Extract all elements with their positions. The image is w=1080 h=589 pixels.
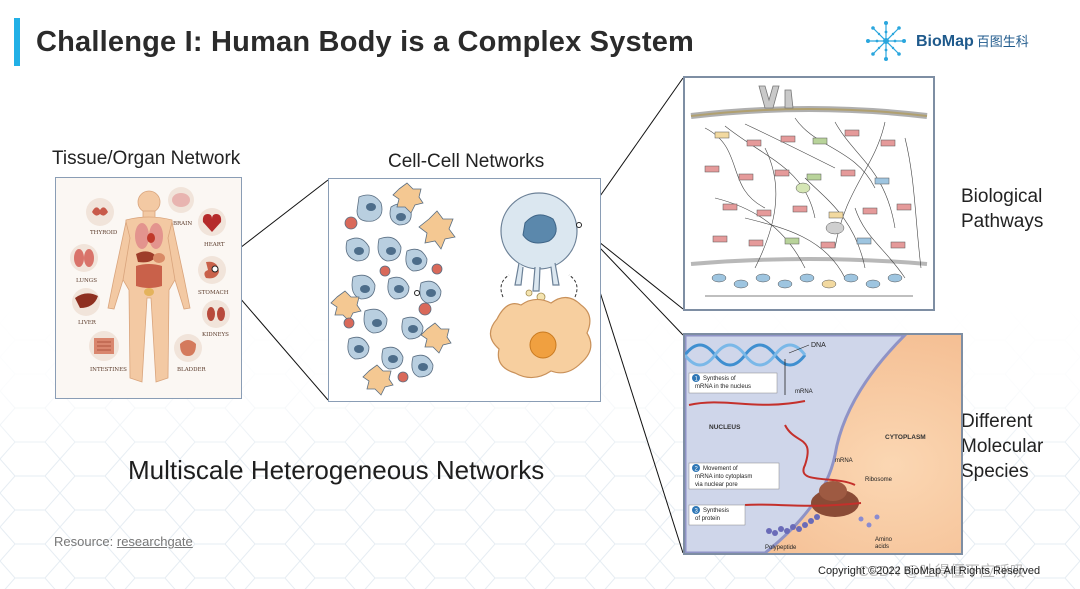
organ-label-liver: LIVER: [78, 320, 97, 326]
human-organ-illustration: THYROID BRAIN HEART LUNGS STOMACH LIVER: [56, 178, 241, 398]
intestines-icon: [89, 331, 119, 361]
dna-helix: [685, 343, 807, 367]
step-3-number: 3: [695, 509, 699, 515]
dna-label: DNA: [811, 342, 826, 349]
organ-label-thyroid: THYROID: [90, 230, 118, 236]
step-2-text-line-1: Movement of: [703, 466, 738, 472]
polypeptide-chain: [766, 514, 820, 536]
pathway-nodes: [704, 129, 912, 249]
pathway-diagram: [685, 78, 933, 309]
step-2-text-line-2: mRNA into cytoplasm: [695, 474, 752, 480]
immune-cell-interaction: [489, 192, 592, 379]
mrna-strand-nucleus: [688, 400, 806, 406]
thyroid-icon: [86, 198, 114, 226]
heart-icon: [198, 208, 226, 236]
csdn-watermark: CSDN @吐得僵下应呼吸: [858, 563, 1025, 580]
internal-organs: [135, 223, 165, 296]
step-1-number: 1: [695, 377, 699, 383]
multiscale-caption: Multiscale Heterogeneous Networks: [128, 455, 545, 485]
step-2-text-line-3: via nuclear pore: [695, 482, 738, 488]
organ-label-heart: HEART: [204, 242, 225, 248]
mrna-label-1: mRNA: [795, 389, 813, 395]
transcription-factors: [711, 273, 903, 289]
polypeptide-label: Polypeptide: [765, 545, 797, 551]
step-1-text-line-1: Synthesis of: [703, 376, 736, 382]
amino-acids-label-line-1: Amino: [875, 537, 893, 543]
cytoplasm-label: CYTOPLASM: [885, 434, 926, 441]
step-2-number: 2: [695, 467, 699, 473]
tissue-organ-label: Tissue/Organ Network: [52, 148, 241, 169]
step-1-text-line-2: mRNA in the nucleus: [695, 384, 751, 390]
resource-link[interactable]: researchgate: [116, 534, 193, 549]
biological-pathways-label: Biological Pathways: [961, 186, 1044, 232]
cell-membrane: [690, 106, 928, 119]
copyright-notice: Copyright ©2022 BioMap All Rights Reserv…: [818, 565, 1041, 577]
nuclear-membrane: [690, 257, 928, 266]
transcription-translation-diagram: DNA 1 Synthesis of mRNA in the nucleus m…: [685, 335, 961, 553]
zoom-origin-marker: [211, 265, 219, 273]
cell-zoom-marker: [414, 290, 420, 296]
organ-label-brain: BRAIN: [173, 221, 192, 227]
logo-name-en: BioMap: [916, 33, 974, 50]
tissue-organ-panel: THYROID BRAIN HEART LUNGS STOMACH LIVER: [55, 177, 242, 399]
lungs-icon: [70, 244, 98, 272]
slide-title: Challenge I: Human Body is a Complex Sys…: [36, 26, 695, 58]
ribosome-label: Ribosome: [865, 477, 893, 483]
mrna-label-2: mRNA: [835, 458, 853, 464]
brain-icon: [168, 187, 194, 213]
organ-label-intestines: INTESTINES: [90, 367, 127, 373]
biological-pathways-panel: [683, 76, 935, 311]
ribosome-icon: [811, 481, 859, 517]
cell-network-illustration: [329, 179, 600, 401]
nucleus-label: NUCLEUS: [709, 424, 741, 431]
bladder-icon: [174, 334, 202, 362]
title-accent-bar: [14, 18, 20, 66]
receptor-icon: [758, 85, 794, 109]
resource-prefix: Resource:: [54, 534, 117, 549]
cell-cell-panel: [328, 178, 601, 402]
liver-icon: [72, 288, 100, 316]
amino-acids-label-line-2: acids: [875, 544, 889, 550]
cell-pathway-marker: [576, 222, 582, 228]
pathway-arrows: [704, 117, 922, 279]
cell-cell-label: Cell-Cell Networks: [388, 151, 545, 172]
snowflake-network-icon: [866, 21, 906, 61]
step-3-text-line-1: Synthesis: [703, 508, 729, 514]
organ-label-kidneys: KIDNEYS: [202, 332, 229, 338]
organ-label-lungs: LUNGS: [76, 278, 97, 284]
logo-name-cn: 百图生科: [976, 34, 1029, 49]
organ-label-stomach: STOMACH: [198, 290, 229, 296]
molecular-species-label: Different Molecular Species: [961, 411, 1044, 482]
amino-acids: [858, 514, 880, 528]
molecular-species-panel: DNA 1 Synthesis of mRNA in the nucleus m…: [683, 333, 963, 555]
biomap-logo: [866, 21, 906, 61]
mrna-strand-pore: [784, 424, 856, 486]
resource-note: Resource: researchgate: [54, 534, 193, 549]
kidneys-icon: [202, 300, 230, 328]
step-3-text-line-2: of protein: [695, 516, 720, 522]
organ-label-bladder: BLADDER: [177, 367, 207, 373]
